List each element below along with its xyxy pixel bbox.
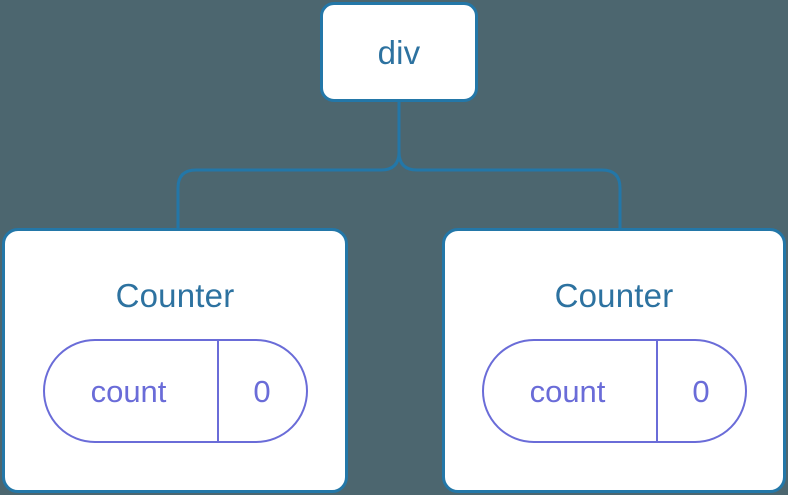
state-pill-divider-left xyxy=(216,341,219,441)
node-div[interactable]: div xyxy=(320,2,478,102)
state-pill-left[interactable]: count 0 xyxy=(42,339,308,443)
state-key-right: count xyxy=(529,373,606,409)
node-counter-right[interactable]: Counter count 0 xyxy=(442,228,786,493)
state-pill-divider-right xyxy=(655,341,658,441)
node-counter-left-label: Counter xyxy=(115,277,235,314)
node-counter-right-label: Counter xyxy=(554,277,674,314)
state-value-right: 0 xyxy=(692,373,710,409)
node-div-label: div xyxy=(377,33,421,71)
node-counter-left[interactable]: Counter count 0 xyxy=(2,228,348,493)
state-key-left: count xyxy=(90,373,167,409)
state-pill-right[interactable]: count 0 xyxy=(481,339,747,443)
state-value-left: 0 xyxy=(253,373,271,409)
